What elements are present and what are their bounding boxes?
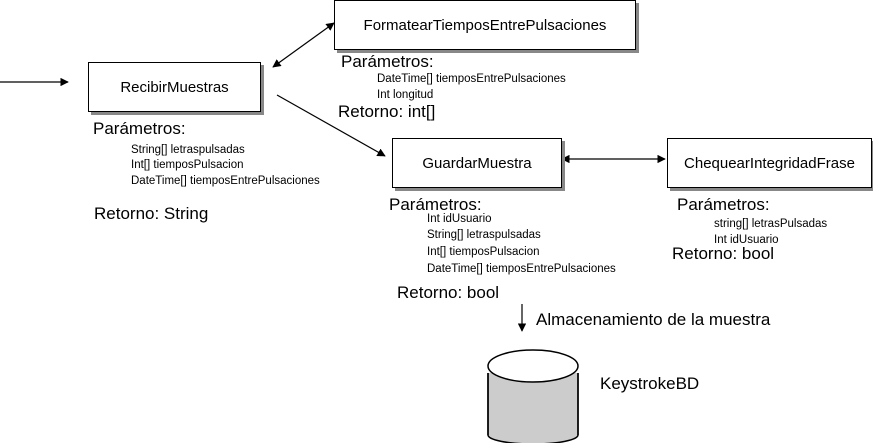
chequear-param-1: string[] letrasPulsadas <box>714 218 828 230</box>
formatear-tiempos-box: FormatearTiemposEntrePulsaciones <box>334 0 636 50</box>
formatear-param-1: DateTime[] tiemposEntrePulsaciones <box>377 73 566 85</box>
formatear-param-2: Int longitud <box>377 89 434 101</box>
chequear-integridad-box: ChequearIntegridadFrase <box>667 138 872 188</box>
recibir-muestras-name: RecibirMuestras <box>120 78 229 96</box>
recibir-return: Retorno: String <box>94 204 209 223</box>
guardar-param-4: DateTime[] tiemposEntrePulsaciones <box>427 263 616 275</box>
recibir-param-2: Int[] tiemposPulsacion <box>131 159 244 171</box>
formatear-tiempos-name: FormatearTiemposEntrePulsaciones <box>363 16 607 34</box>
guardar-muestra-box: GuardarMuestra <box>392 138 562 188</box>
chequear-return: Retorno: bool <box>672 244 775 263</box>
formatear-params-heading: Parámetros: <box>341 52 434 71</box>
database-cylinder-icon <box>487 349 579 443</box>
recibir-muestras-box: RecibirMuestras <box>88 62 261 112</box>
recibir-param-1: String[] letraspulsadas <box>131 144 245 156</box>
chequear-params-heading: Parámetros: <box>677 195 770 214</box>
guardar-params-heading: Parámetros: <box>389 195 482 214</box>
recibir-params-heading: Parámetros: <box>93 119 186 138</box>
formatear-return: Retorno: int[] <box>338 102 436 121</box>
recibir-param-3: DateTime[] tiemposEntrePulsaciones <box>131 175 320 187</box>
chequear-integridad-name: ChequearIntegridadFrase <box>684 154 855 172</box>
guardar-param-1: Int idUsuario <box>427 213 492 225</box>
database-name: KeystrokeBD <box>600 374 700 393</box>
guardar-return: Retorno: bool <box>397 283 500 302</box>
chequear-param-2: Int idUsuario <box>714 234 779 246</box>
guardar-param-2: String[] letraspulsadas <box>427 229 541 241</box>
recibir-formatear-arrow <box>272 22 335 68</box>
recibir-guardar-arrow <box>276 94 386 157</box>
storage-label: Almacenamiento de la muestra <box>536 310 771 329</box>
guardar-param-3: Int[] tiemposPulsacion <box>427 246 540 258</box>
guardar-muestra-name: GuardarMuestra <box>422 154 532 172</box>
